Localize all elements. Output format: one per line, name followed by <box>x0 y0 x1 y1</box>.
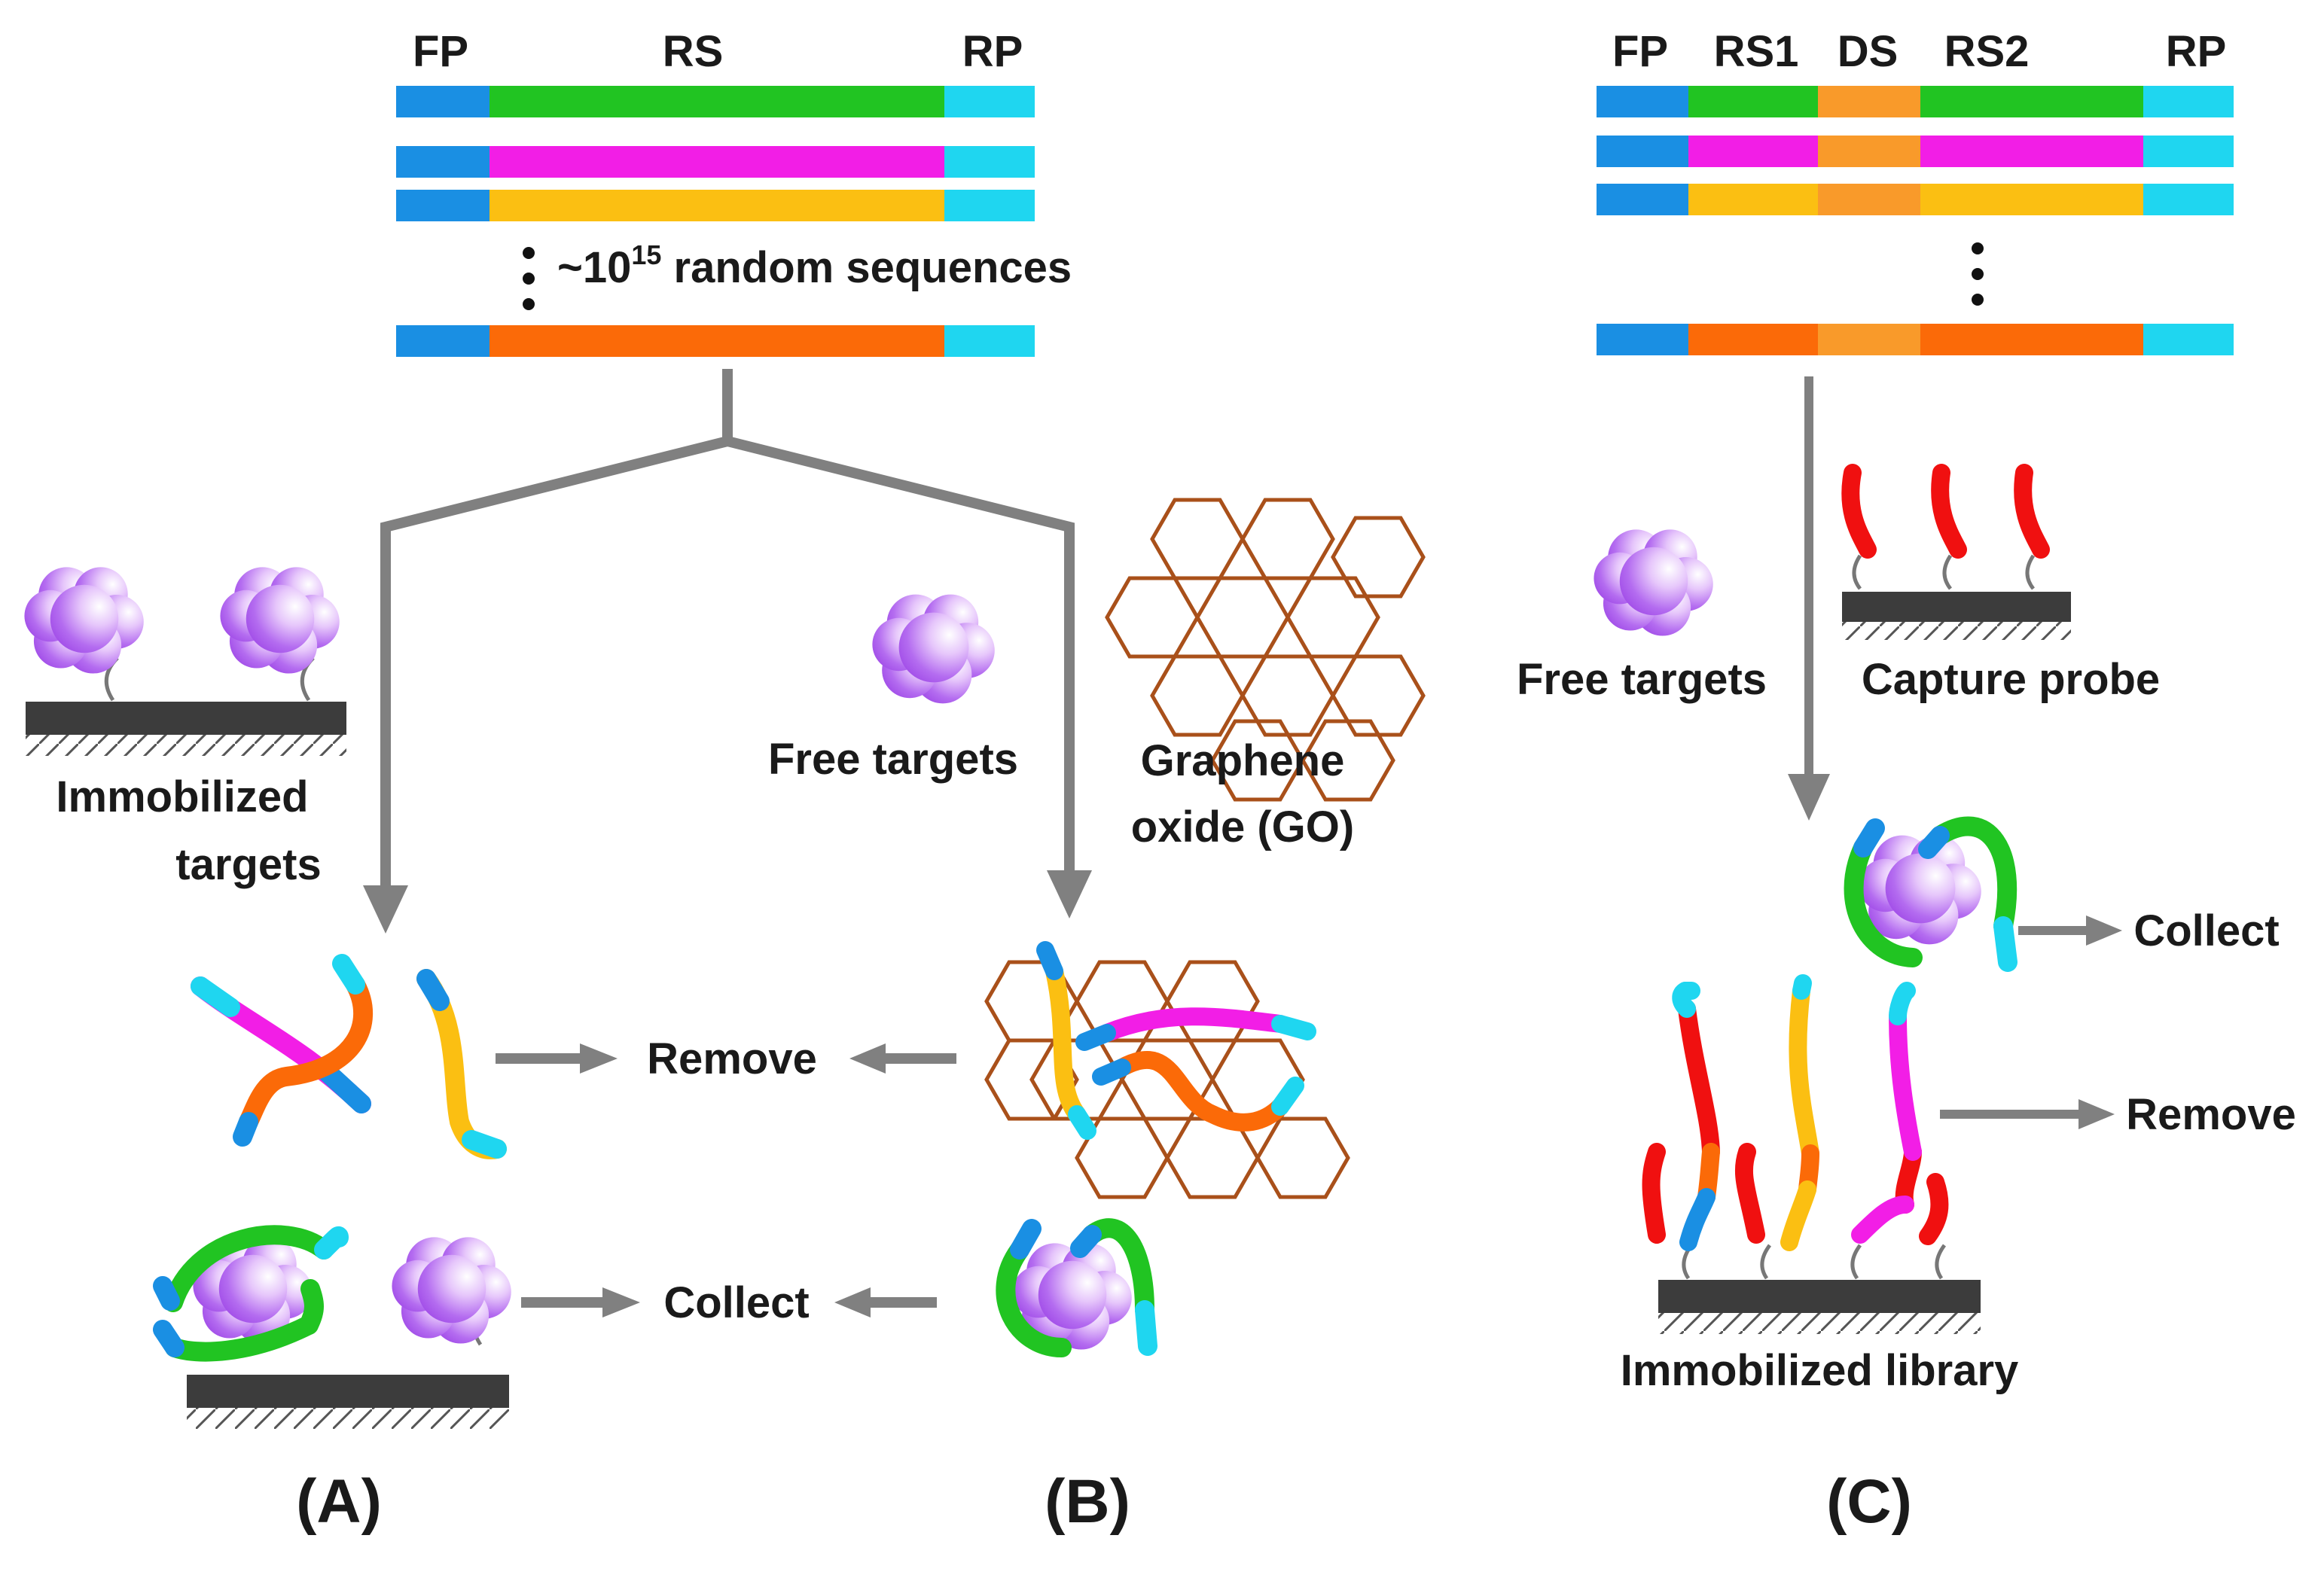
sequence-strand <box>396 190 1035 221</box>
ds-label: DS <box>1838 27 1899 76</box>
collect-label-c: Collect <box>2133 906 2279 955</box>
immobilized-targets-label-1: Immobilized <box>56 772 308 821</box>
immobilized-targets <box>24 567 346 756</box>
panel-label-c: (C) <box>1826 1467 1912 1536</box>
arrow-head-b <box>1047 870 1092 918</box>
split-library-c: FP RS1 DS RS2 RP <box>1597 27 2234 355</box>
sequence-strand <box>1597 86 2234 117</box>
capture-probe <box>1841 464 2071 640</box>
unbound-strands-a <box>191 954 507 1159</box>
panel-label-a: (A) <box>296 1467 382 1536</box>
free-target-c <box>1594 529 1713 636</box>
surface <box>26 702 346 735</box>
random-sequences-label: ~1015 random sequences <box>557 239 1072 292</box>
go-adsorbed-strands <box>984 941 1350 1199</box>
bound-target-c <box>1844 816 2017 972</box>
surface <box>187 1375 509 1408</box>
rp-label-c: RP <box>2166 27 2227 76</box>
sequence-strand <box>1597 136 2234 167</box>
sequence-strand <box>396 325 1035 357</box>
sequence-strand <box>396 146 1035 178</box>
surface <box>1658 1280 1981 1313</box>
ellipsis-dots <box>1972 242 1984 306</box>
bound-targets-a <box>153 1225 511 1429</box>
surface <box>1842 592 2071 622</box>
remove-label-c: Remove <box>2126 1090 2296 1139</box>
collect-label-ab: Collect <box>663 1278 809 1327</box>
immobilized-library-label: Immobilized library <box>1621 1346 2019 1395</box>
sequence-strand <box>1597 324 2234 355</box>
graphene-label-2: oxide (GO) <box>1131 803 1354 851</box>
sequence-strand <box>1597 184 2234 215</box>
immobilized-library <box>1642 974 1981 1334</box>
rs1-label: RS1 <box>1714 27 1799 76</box>
capture-probe-label: Capture probe <box>1862 655 2160 704</box>
branch-arrow <box>380 369 1075 888</box>
immobilized-targets-label-2: targets <box>175 840 321 889</box>
rp-label: RP <box>962 27 1023 76</box>
arrow-head-a <box>363 885 408 934</box>
fp-label-c: FP <box>1612 27 1668 76</box>
rs2-label: RS2 <box>1944 27 2030 76</box>
graphene-oxide-sheet <box>1105 498 1426 802</box>
panel-label-b: (B) <box>1045 1467 1130 1536</box>
remove-label-ab: Remove <box>647 1034 817 1083</box>
fp-label: FP <box>413 27 468 76</box>
graphene-label-1: Graphene <box>1141 736 1345 785</box>
random-library-a: FP RS RP ~1015 random sequences <box>396 27 1072 357</box>
free-target-b <box>872 594 995 704</box>
sequence-strand <box>396 86 1035 117</box>
bound-target-b <box>996 1218 1157 1357</box>
free-targets-label-b: Free targets <box>768 735 1018 784</box>
ellipsis-dots <box>523 247 535 310</box>
rs-label: RS <box>663 27 724 76</box>
free-targets-label-c: Free targets <box>1517 655 1767 704</box>
